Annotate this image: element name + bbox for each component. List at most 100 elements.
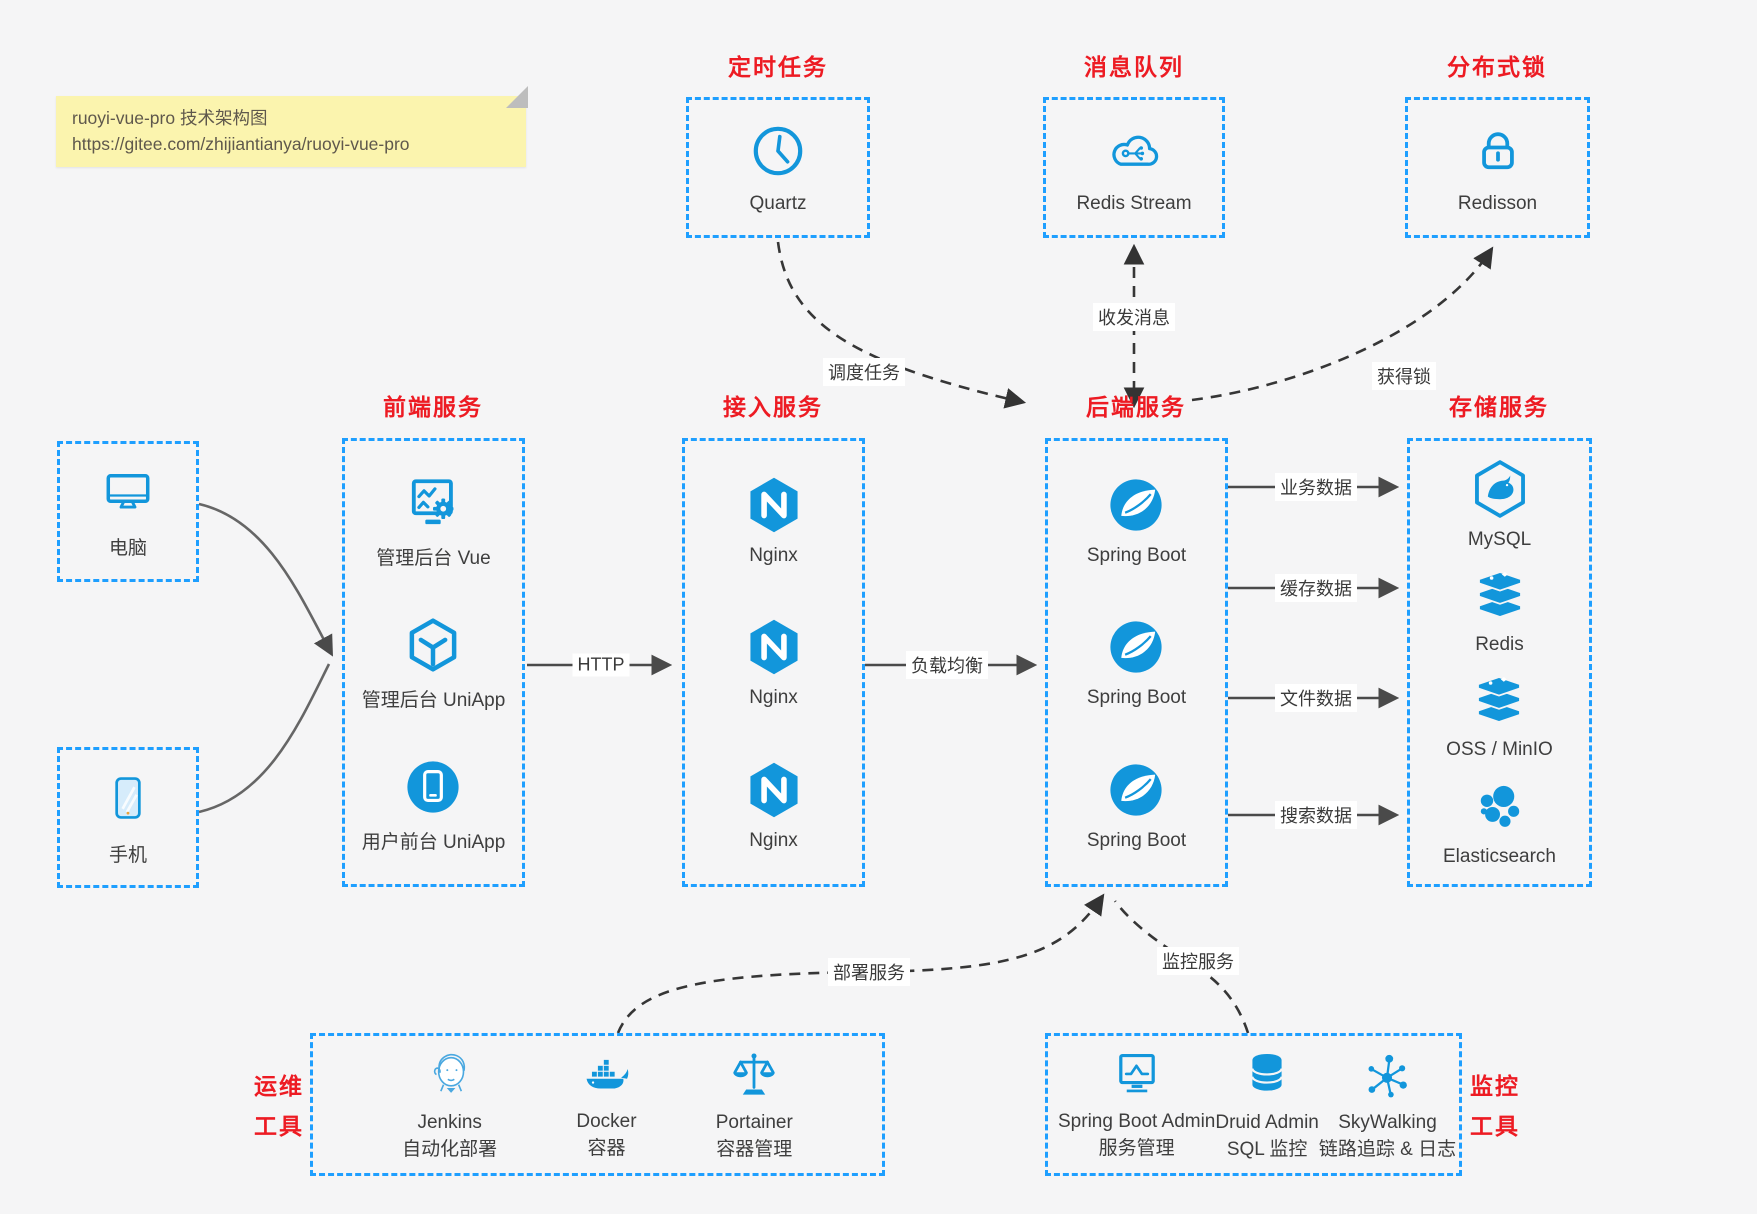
tool-name: Jenkins bbox=[417, 1111, 482, 1133]
ops-group-title: 运维 工具 bbox=[232, 1066, 326, 1146]
edge-label-schedule: 调度任务 bbox=[823, 358, 905, 386]
node-label: OSS / MinIO bbox=[1446, 739, 1553, 761]
gateway-item-nginx-3: Nginx bbox=[743, 758, 805, 852]
node-label: Nginx bbox=[749, 687, 798, 709]
tool-desc: 容器 bbox=[587, 1137, 626, 1159]
quartz-label: Quartz bbox=[749, 192, 807, 214]
portainer-icon bbox=[733, 1052, 775, 1095]
note-fold-corner bbox=[506, 86, 528, 108]
gateway-column-title: 接入服务 bbox=[723, 394, 823, 420]
node-label: Spring Boot bbox=[1086, 829, 1187, 851]
node-label: 用户前台 UniApp bbox=[361, 832, 506, 854]
gear-icon bbox=[433, 498, 454, 519]
backend-item-springboot-3: Spring Boot bbox=[1087, 758, 1186, 852]
edge-label-messaging: 收发消息 bbox=[1093, 303, 1175, 331]
frontend-item-user-uniapp: 用户前台 UniApp bbox=[361, 755, 506, 854]
tool-desc: 链路追踪 & 日志 bbox=[1318, 1138, 1457, 1160]
gateway-column: Nginx Nginx Nginx bbox=[682, 438, 865, 887]
ops-tools-box: Jenkins 自动化部署 Docker 容器 bbox=[310, 1033, 885, 1176]
storage-item-redis: Redis bbox=[1468, 566, 1532, 656]
node-label: Nginx bbox=[749, 545, 798, 567]
monitoring-item-spring-boot-admin: Spring Boot Admin 服务管理 bbox=[1058, 1048, 1215, 1162]
edge-label-deploy: 部署服务 bbox=[828, 958, 910, 986]
storage-column-title: 存储服务 bbox=[1449, 394, 1549, 420]
storage-column: MySQL Redis bbox=[1407, 438, 1592, 887]
edge-label-cache-data: 缓存数据 bbox=[1275, 574, 1357, 602]
nginx-icon bbox=[749, 762, 798, 818]
node-label: Spring Boot bbox=[1086, 545, 1187, 567]
pc-client-label: 电脑 bbox=[108, 538, 147, 559]
spring-icon bbox=[1110, 764, 1163, 816]
node-label: Elasticsearch bbox=[1443, 846, 1556, 868]
tool-desc: SQL 监控 bbox=[1226, 1138, 1308, 1160]
tool-desc: 自动化部署 bbox=[402, 1138, 498, 1160]
backend-column-title: 后端服务 bbox=[1086, 394, 1186, 420]
docker-icon bbox=[587, 1059, 629, 1088]
admin-vue-icon bbox=[412, 478, 454, 524]
gateway-item-nginx-2: Nginx bbox=[743, 615, 805, 709]
lock-icon bbox=[1481, 131, 1514, 169]
redisson-label: Redisson bbox=[1457, 192, 1538, 214]
node-label: Nginx bbox=[749, 829, 798, 851]
note-title: ruoyi-vue-pro 技术架构图 bbox=[72, 108, 268, 128]
frontend-column-title: 前端服务 bbox=[383, 394, 483, 420]
ops-item-portainer: Portainer 容器管理 bbox=[716, 1047, 793, 1163]
node-label: 管理后台 Vue bbox=[376, 547, 491, 569]
monitoring-group-title: 监控 工具 bbox=[1448, 1066, 1542, 1146]
monitoring-tools-box: Spring Boot Admin 服务管理 Druid Admin SQL 监… bbox=[1045, 1033, 1462, 1176]
monitoring-title-line1: 监控 bbox=[1470, 1073, 1520, 1099]
mq-group-title: 消息队列 bbox=[1084, 54, 1184, 80]
lock-group-title: 分布式锁 bbox=[1447, 54, 1547, 80]
gateway-item-nginx-1: Nginx bbox=[743, 473, 805, 567]
ops-title-line2: 工具 bbox=[254, 1113, 304, 1139]
tool-name: Portainer bbox=[715, 1111, 793, 1133]
edge-label-file-data: 文件数据 bbox=[1275, 684, 1357, 712]
tool-name: Druid Admin bbox=[1215, 1111, 1319, 1133]
edge-label-load-balance: 负载均衡 bbox=[906, 651, 988, 679]
backend-item-springboot-2: Spring Boot bbox=[1087, 615, 1186, 709]
jenkins-icon bbox=[433, 1053, 465, 1093]
monitoring-item-druid-admin: Druid Admin SQL 监控 bbox=[1215, 1047, 1319, 1163]
edge-label-acquire-lock: 获得锁 bbox=[1372, 362, 1436, 390]
tool-desc: 容器管理 bbox=[716, 1138, 793, 1160]
scheduler-group-title: 定时任务 bbox=[728, 54, 828, 80]
frontend-item-admin-vue: 管理后台 Vue bbox=[376, 471, 491, 570]
spring-admin-icon bbox=[1118, 1053, 1155, 1092]
spring-icon bbox=[1110, 621, 1163, 674]
oss-icon bbox=[1477, 676, 1522, 724]
backend-item-springboot-1: Spring Boot bbox=[1087, 473, 1186, 567]
tool-name: Spring Boot Admin bbox=[1058, 1110, 1216, 1132]
monitoring-item-skywalking: SkyWalking 链路追踪 & 日志 bbox=[1319, 1047, 1456, 1163]
ops-title-line1: 运维 bbox=[254, 1073, 304, 1099]
frontend-item-admin-uniapp: 管理后台 UniApp bbox=[362, 613, 505, 712]
pc-client-node: 电脑 bbox=[57, 441, 199, 582]
backend-column: Spring Boot Spring Boot Spring Boot bbox=[1045, 438, 1228, 887]
tool-name: SkyWalking bbox=[1338, 1111, 1437, 1133]
edge-label-business-data: 业务数据 bbox=[1275, 473, 1357, 501]
elasticsearch-icon bbox=[1480, 786, 1519, 828]
cloud-mq-icon bbox=[1112, 135, 1159, 166]
storage-item-mysql: MySQL bbox=[1468, 457, 1532, 551]
redisson-node: Redisson bbox=[1405, 97, 1590, 238]
edge-label-monitor: 监控服务 bbox=[1157, 947, 1239, 975]
quartz-node: Quartz bbox=[686, 97, 870, 238]
edge-label-search-data: 搜索数据 bbox=[1275, 801, 1357, 829]
mobile-client-label: 手机 bbox=[108, 845, 147, 866]
node-label: Redis bbox=[1475, 633, 1524, 655]
tool-name: Docker bbox=[576, 1110, 637, 1132]
uniapp-cube-icon bbox=[410, 618, 457, 672]
user-uniapp-icon bbox=[407, 761, 460, 813]
node-label: MySQL bbox=[1467, 528, 1532, 550]
clock-icon bbox=[753, 126, 803, 175]
mobile-client-node: 手机 bbox=[57, 747, 199, 888]
skywalking-icon bbox=[1369, 1054, 1408, 1097]
nginx-icon bbox=[749, 620, 798, 675]
monitoring-title-line2: 工具 bbox=[1470, 1113, 1520, 1139]
phone-icon bbox=[115, 777, 141, 819]
redis-stream-label: Redis Stream bbox=[1076, 192, 1192, 214]
sticky-note: ruoyi-vue-pro 技术架构图 https://gitee.com/zh… bbox=[56, 86, 528, 167]
node-label: Spring Boot bbox=[1086, 687, 1187, 709]
edge-label-http: HTTP bbox=[572, 653, 630, 677]
frontend-column: 管理后台 Vue 管理后台 UniApp 用户前台 UniApp bbox=[342, 438, 525, 887]
nginx-icon bbox=[749, 477, 798, 533]
